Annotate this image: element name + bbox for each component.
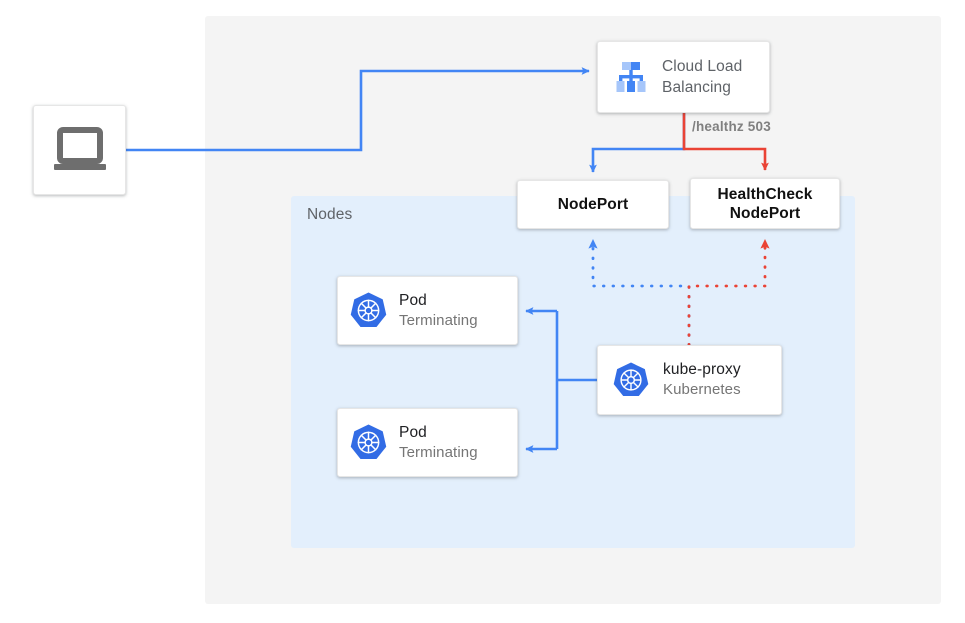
cloud-load-balancing-label: Cloud Load Balancing — [662, 56, 742, 98]
pod-node-2[interactable]: Pod Terminating — [337, 408, 518, 477]
kube-proxy-subtitle: Kubernetes — [663, 381, 741, 398]
healthcheck-nodeport-line1: HealthCheck — [717, 185, 813, 203]
cloud-load-balancing-node[interactable]: Cloud Load Balancing — [597, 41, 770, 113]
nodeport-label: NodePort — [557, 196, 629, 213]
kubernetes-icon — [350, 292, 387, 327]
healthcheck-nodeport-line2: NodePort — [729, 204, 801, 222]
kube-proxy-text: kube-proxy Kubernetes — [663, 360, 741, 400]
pod-1-status: Terminating — [399, 311, 478, 329]
healthcheck-nodeport-label: HealthCheck NodePort — [718, 185, 813, 223]
pod-2-status: Terminating — [399, 443, 478, 461]
client-node[interactable] — [33, 105, 126, 195]
pod-node-1[interactable]: Pod Terminating — [337, 276, 518, 345]
cloud-load-balancing-line1: Cloud Load — [662, 58, 743, 75]
healthz-edge-label: /healthz 503 — [692, 119, 771, 134]
nodeport-node[interactable]: NodePort — [517, 180, 669, 229]
pod-2-text: Pod Terminating — [399, 423, 478, 463]
pod-1-text: Pod Terminating — [399, 291, 478, 331]
cloud-load-balancing-icon — [616, 62, 646, 92]
kube-proxy-node[interactable]: kube-proxy Kubernetes — [597, 345, 782, 415]
cloud-load-balancing-line2: Balancing — [662, 79, 731, 96]
kube-proxy-title: kube-proxy — [663, 361, 741, 378]
laptop-icon — [53, 127, 106, 170]
nodes-region-label: Nodes — [307, 206, 353, 223]
healthcheck-nodeport-node[interactable]: HealthCheck NodePort — [690, 178, 840, 229]
kubernetes-icon — [350, 424, 387, 459]
pod-1-title: Pod — [399, 291, 427, 309]
pod-2-title: Pod — [399, 423, 427, 441]
kubernetes-icon — [613, 362, 649, 397]
